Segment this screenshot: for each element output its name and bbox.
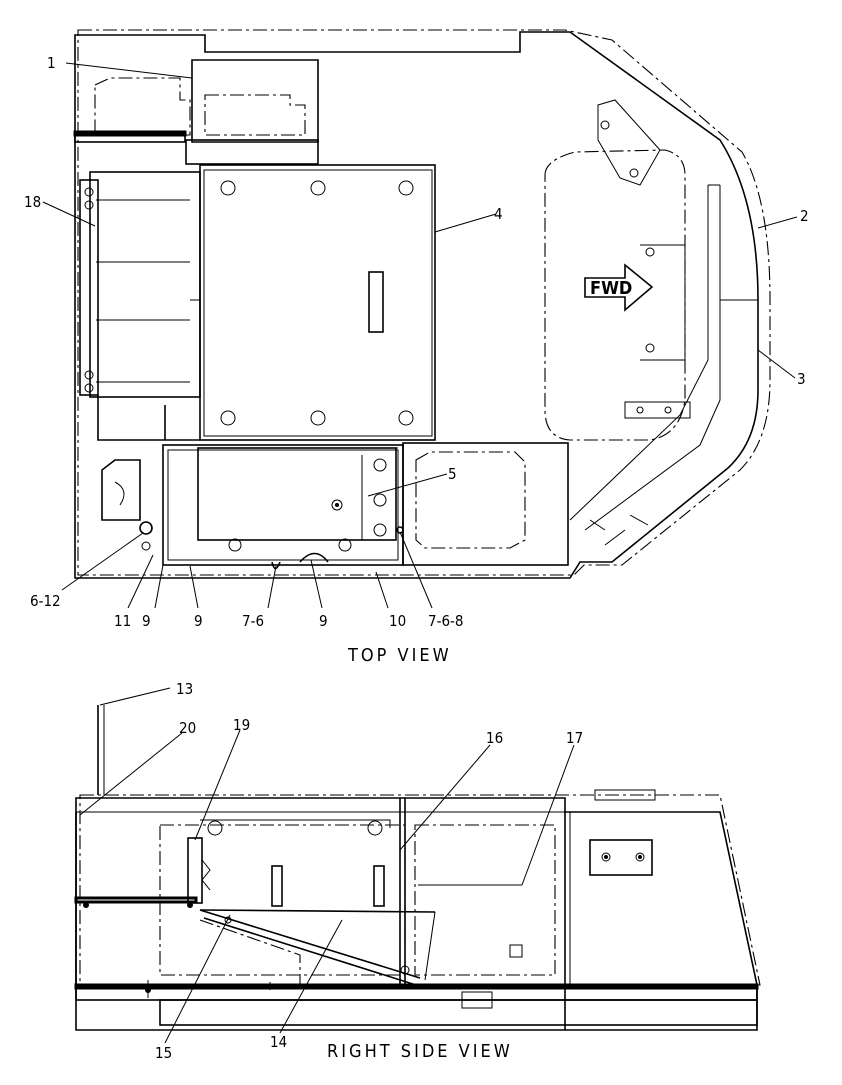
callout-9-b: 9 — [194, 612, 203, 630]
callout-5: 5 — [448, 465, 457, 483]
callout-10: 10 — [389, 612, 406, 630]
fwd-arrow-label: FWD — [590, 278, 632, 299]
callout-18: 18 — [24, 193, 41, 211]
callout-15: 15 — [155, 1044, 172, 1062]
callout-6-12: 6-12 — [30, 592, 61, 610]
top-view-drawing: FWD — [73, 29, 771, 579]
callout-4: 4 — [494, 205, 503, 223]
callout-19: 19 — [233, 716, 250, 734]
callout-14: 14 — [270, 1033, 287, 1051]
callout-9-c: 9 — [319, 612, 328, 630]
top-view-leaders — [42, 62, 798, 609]
callout-20: 20 — [179, 719, 196, 737]
top-view-title: TOP VIEW — [347, 645, 452, 666]
callout-17: 17 — [566, 729, 583, 747]
callout-9-a: 9 — [142, 612, 151, 630]
callout-3: 3 — [797, 370, 806, 388]
callout-7-6-8: 7-6-8 — [428, 612, 464, 630]
callout-16: 16 — [486, 729, 503, 747]
callout-7-6: 7-6 — [242, 612, 264, 630]
side-view-title: RIGHT SIDE VIEW — [327, 1041, 513, 1062]
side-view-leaders — [79, 687, 575, 1044]
side-view-drawing — [74, 705, 761, 1031]
callout-13: 13 — [176, 680, 193, 698]
callout-2: 2 — [800, 207, 809, 225]
callout-1: 1 — [47, 54, 56, 72]
callout-11: 11 — [114, 612, 131, 630]
